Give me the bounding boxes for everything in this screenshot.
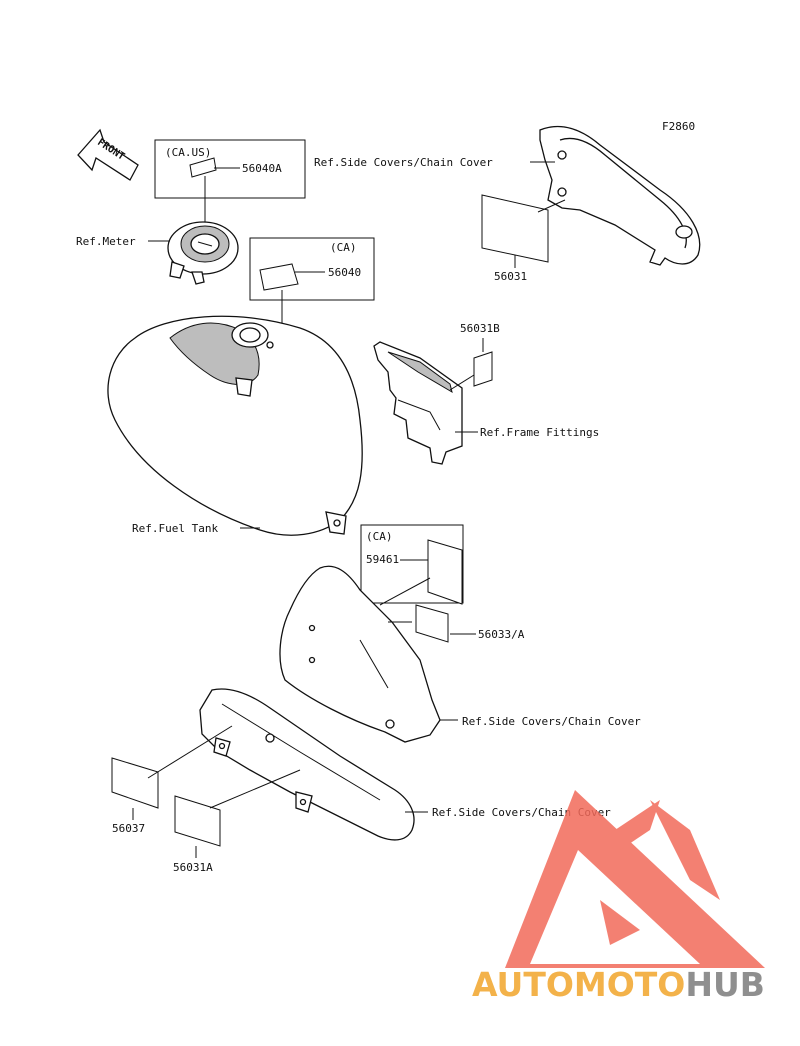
part-56031a-label: 56031A: [173, 861, 213, 874]
part-56033a-label: 56033/A: [478, 628, 525, 641]
figure-code: F2860: [662, 120, 695, 133]
ca-us-note: (CA.US): [165, 146, 211, 159]
part-56040-label: 56040: [328, 266, 361, 279]
fuel-tank: [107, 315, 363, 536]
ref-meter-label: Ref.Meter: [76, 235, 136, 248]
frame-fitting: [373, 341, 463, 465]
part-56040a-label: 56040A: [242, 162, 282, 175]
chain-cover-upper: [539, 125, 701, 266]
ca-note-1: (CA): [330, 241, 357, 254]
sticker-56040: [259, 263, 299, 291]
part-56037-label: 56037: [112, 822, 145, 835]
ref-fuel-tank-label: Ref.Fuel Tank: [132, 522, 218, 535]
ca-note-2: (CA): [366, 530, 393, 543]
watermark-text: AUTOMOTOHUB: [472, 965, 765, 1004]
side-cover: [279, 565, 441, 743]
sticker-56040a: [189, 157, 217, 178]
chain-cover-lower: [199, 688, 415, 841]
sticker-56033a: [415, 604, 449, 643]
sticker-59461: [427, 539, 463, 605]
ca-box-1: [249, 237, 375, 301]
ref-side-covers-label-1: Ref.Side Covers/Chain Cover: [314, 156, 493, 169]
sticker-56031: [481, 194, 549, 263]
part-56031b-label: 56031B: [460, 322, 500, 335]
automotohub-logo: [505, 790, 765, 968]
front-arrow-icon: FRONT: [77, 128, 139, 181]
meter: [167, 221, 239, 285]
ref-frame-fittings-label: Ref.Frame Fittings: [480, 426, 599, 439]
sticker-56031b: [473, 351, 493, 387]
part-56031-label: 56031: [494, 270, 527, 283]
part-59461-label: 59461: [366, 553, 399, 566]
ca-box-2: [360, 524, 464, 604]
ref-side-covers-label-2: Ref.Side Covers/Chain Cover: [462, 715, 641, 728]
ca-us-box: [154, 139, 306, 199]
sticker-56037: [111, 757, 159, 809]
sticker-56031a: [174, 795, 221, 847]
